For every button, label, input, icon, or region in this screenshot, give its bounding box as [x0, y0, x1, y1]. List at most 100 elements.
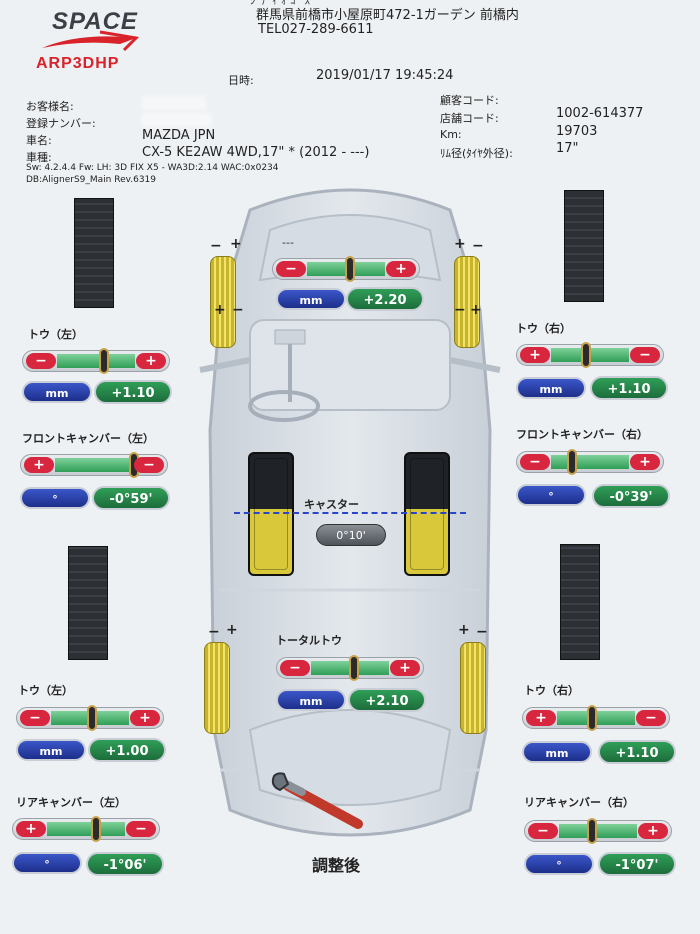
front-right-plus-sign: +: [454, 236, 466, 252]
adjustment-status: 調整後: [312, 856, 361, 875]
store-code-value: 1002-614377: [556, 106, 644, 121]
front-left-wheel: [210, 256, 236, 348]
front-right-wheel: [454, 256, 480, 348]
store-code-label: 店舗コード:: [440, 112, 499, 125]
plus-icon: +: [16, 821, 46, 837]
minus-icon: −: [26, 353, 56, 369]
header-address: 群馬県前橋市小屋原町472-1ガーデン 前橋内: [256, 8, 519, 23]
rear-camber-left-value: -1°06': [86, 852, 164, 876]
rear-toe-right-value: +1.10: [598, 740, 676, 764]
rear-camber-left-unit: °: [12, 852, 82, 874]
front-toe-right-unit: mm: [516, 377, 586, 399]
rear-total-toe-slider: − +: [276, 655, 424, 681]
slider-marker: [587, 818, 597, 844]
header-tel: TEL027-289-6611: [258, 22, 374, 37]
slider-marker: [345, 256, 355, 282]
front-left-tire-tread: [74, 198, 114, 308]
customer-code-label: 顧客コード:: [440, 94, 499, 107]
sw-line: Sw: 4.2.4.4 Fw: LH: 3D FIX X5 - WA3D:2.1…: [26, 163, 279, 173]
front-total-unit: mm: [276, 288, 346, 310]
header-top-partial: ｼﾞﾃﾞｨ ｵ ｺﾞ ｽ: [250, 0, 310, 7]
slider-marker: [349, 655, 359, 681]
rear-camber-left-title: リアキャンバー（左）: [16, 796, 126, 809]
rear-left-tire-tread: [68, 546, 108, 660]
rear-toe-left-title: トウ（左）: [18, 684, 73, 697]
rear-total-unit: mm: [276, 689, 346, 711]
caster-value: 0°10': [316, 524, 386, 546]
front-left-camber-plus-sign: +: [214, 302, 226, 318]
rear-toe-left-unit: mm: [16, 739, 86, 761]
front-right-minus-sign: −: [472, 238, 484, 254]
rear-camber-right-slider: − +: [524, 818, 672, 844]
plus-icon: +: [386, 261, 416, 277]
plus-icon: +: [638, 823, 668, 839]
plate-redacted: [142, 113, 212, 127]
rear-camber-right-value: -1°07': [598, 852, 676, 876]
front-camber-left-slider: + −: [20, 452, 168, 478]
datetime-label: 日時:: [228, 74, 254, 87]
caster-left-gauge: [248, 452, 294, 576]
rear-camber-left-slider: + −: [12, 816, 160, 842]
rear-total-value: +2.10: [348, 688, 426, 712]
plus-icon: +: [520, 347, 550, 363]
caster-reference-line: [234, 512, 466, 514]
front-total-dashes: ---: [282, 236, 294, 249]
minus-icon: −: [20, 710, 50, 726]
minus-icon: −: [636, 710, 666, 726]
rear-toe-left-value: +1.00: [88, 738, 166, 762]
customer-name-redacted: [142, 96, 206, 110]
car-name-label: 車名:: [26, 134, 52, 147]
front-camber-right-value: -0°39': [592, 484, 670, 508]
front-camber-left-unit: °: [20, 487, 90, 509]
front-total-toe-slider: − +: [272, 256, 420, 282]
front-toe-left-value: +1.10: [94, 380, 172, 404]
km-value: 19703: [556, 124, 598, 139]
front-toe-left-unit: mm: [22, 381, 92, 403]
plus-icon: +: [136, 353, 166, 369]
front-right-camber-plus-sign: +: [470, 302, 482, 318]
front-toe-right-value: +1.10: [590, 376, 668, 400]
km-label: Km:: [440, 128, 462, 141]
rear-left-plus-sign: +: [226, 622, 238, 638]
front-toe-right-slider: + −: [516, 342, 664, 368]
front-right-tire-tread: [564, 190, 604, 302]
plus-icon: +: [630, 454, 660, 470]
front-camber-left-title: フロントキャンバー（左）: [22, 432, 154, 445]
caster-title: キャスター: [304, 498, 359, 511]
rim-value: 17": [556, 141, 579, 156]
slider-marker: [581, 342, 591, 368]
rear-right-tire-tread: [560, 544, 600, 660]
front-camber-left-value: -0°59': [92, 486, 170, 510]
front-left-minus-sign: −: [210, 238, 222, 254]
minus-icon: −: [280, 660, 310, 676]
front-total-value: +2.20: [346, 287, 424, 311]
slider-marker: [91, 816, 101, 842]
rear-camber-right-title: リアキャンバー（右）: [524, 796, 634, 809]
front-camber-right-slider: − +: [516, 449, 664, 475]
front-left-camber-minus-sign: −: [232, 302, 244, 318]
datetime-value: 2019/01/17 19:45:24: [316, 68, 454, 83]
rear-toe-right-title: トウ（右）: [524, 684, 579, 697]
logo-space: SPACE: [52, 8, 138, 35]
front-toe-left-slider: − +: [22, 348, 170, 374]
rear-camber-right-unit: °: [524, 853, 594, 875]
caster-right-gauge: [404, 452, 450, 576]
front-camber-right-unit: °: [516, 484, 586, 506]
db-line: DB:AlignerS9_Main Rev.6319: [26, 175, 157, 185]
rim-label: ﾘﾑ径(ﾀｲﾔ外径):: [440, 147, 513, 160]
minus-icon: −: [126, 821, 156, 837]
customer-label: お客様名:: [26, 100, 74, 113]
rear-total-toe-title: トータルトウ: [276, 634, 342, 647]
logo-swoosh-icon: [42, 30, 140, 52]
rear-toe-left-slider: − +: [16, 705, 164, 731]
front-toe-left-title: トウ（左）: [28, 328, 83, 341]
car-type-value: CX-5 KE2AW 4WD,17" * (2012 - ---): [142, 145, 370, 160]
car-type-label: 車種:: [26, 151, 52, 164]
wrench-icon: [271, 772, 363, 829]
slider-marker: [587, 705, 597, 731]
rear-left-minus-sign: −: [208, 624, 220, 640]
plus-icon: +: [390, 660, 420, 676]
minus-icon: −: [630, 347, 660, 363]
rear-right-minus-sign: −: [476, 624, 488, 640]
rear-right-wheel: [460, 642, 486, 734]
